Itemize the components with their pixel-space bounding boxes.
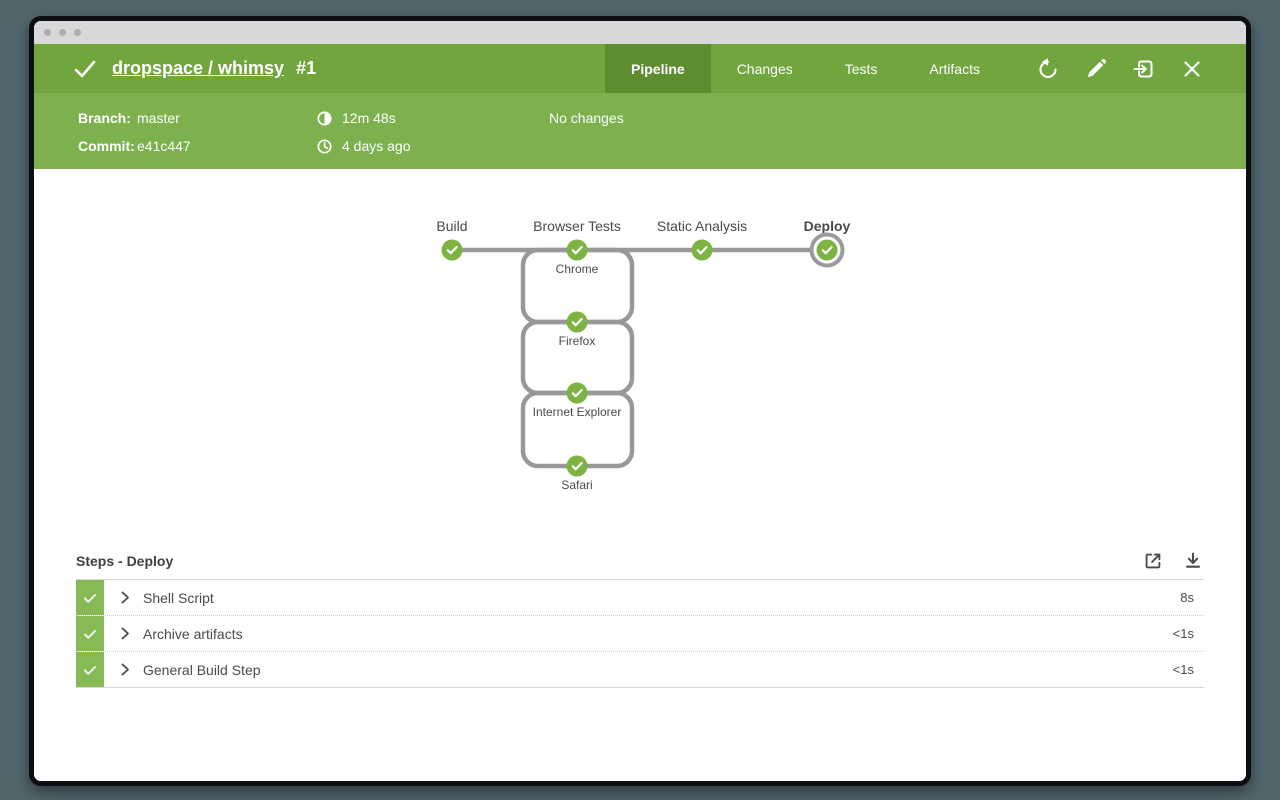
step-status-strip <box>76 580 104 615</box>
header-actions <box>1036 44 1204 93</box>
tab-changes[interactable]: Changes <box>736 60 793 77</box>
commit-label: Commit: <box>78 138 135 154</box>
download-log-icon[interactable] <box>1182 550 1204 572</box>
chevron-right-icon <box>121 627 129 640</box>
check-icon <box>84 629 96 639</box>
step-name: General Build Step <box>143 661 261 678</box>
branch-label-safari: Safari <box>561 478 592 492</box>
step-status-strip <box>76 652 104 687</box>
rerun-icon[interactable] <box>1036 57 1060 81</box>
tab-tests[interactable]: Tests <box>844 60 878 77</box>
tab-bar: Pipeline Changes Tests Artifacts <box>605 44 1006 93</box>
check-icon <box>84 593 96 603</box>
step-name: Shell Script <box>143 589 214 606</box>
stage-label-build: Build <box>436 218 467 234</box>
window-close-dot[interactable] <box>44 29 51 36</box>
build-number: #1 <box>296 58 317 78</box>
duration-icon <box>317 110 332 126</box>
step-row-archive-artifacts[interactable]: Archive artifacts <1s <box>76 616 1204 652</box>
check-icon <box>696 245 708 255</box>
check-icon <box>571 245 583 255</box>
pipeline-node-chrome[interactable] <box>566 239 588 261</box>
steps-section: Steps - Deploy <box>76 549 1204 688</box>
pipeline-node-internet-explorer[interactable] <box>566 382 588 404</box>
chevron-right-icon <box>121 591 129 604</box>
tab-artifacts[interactable]: Artifacts <box>929 60 980 77</box>
time-ago-value: 4 days ago <box>342 138 411 154</box>
open-log-external-icon[interactable] <box>1142 550 1164 572</box>
branch-value: master <box>137 110 180 126</box>
check-icon <box>821 245 833 255</box>
steps-title: Steps - Deploy <box>76 553 174 569</box>
step-duration: <1s <box>1172 662 1194 677</box>
branch-row: Branch: master <box>78 108 180 128</box>
stage-label-browser-tests: Browser Tests <box>533 218 621 234</box>
window-minimize-dot[interactable] <box>59 29 66 36</box>
duration-row: 12m 48s <box>316 108 396 128</box>
pipeline-node-build[interactable] <box>441 239 463 261</box>
stage-label-static-analysis: Static Analysis <box>657 218 747 234</box>
pipeline-node-static-analysis[interactable] <box>691 239 713 261</box>
step-duration: <1s <box>1172 626 1194 641</box>
pipeline-node-firefox[interactable] <box>566 311 588 333</box>
window-maximize-dot[interactable] <box>74 29 81 36</box>
step-duration: 8s <box>1180 590 1194 605</box>
clock-icon <box>317 138 332 154</box>
success-check-icon <box>74 60 96 77</box>
check-icon <box>84 665 96 675</box>
check-icon <box>571 389 583 398</box>
steps-table: Shell Script 8s Archive artifacts <1s <box>76 579 1204 688</box>
run-details-bar: Branch: master Commit: e41c447 12m 48s 4… <box>34 93 1246 169</box>
check-icon <box>446 245 458 255</box>
commit-row: Commit: e41c447 <box>78 136 191 156</box>
graph-branch-connector <box>520 247 635 325</box>
branch-label-internet-explorer: Internet Explorer <box>533 405 622 419</box>
step-name: Archive artifacts <box>143 625 243 642</box>
step-row-shell-script[interactable]: Shell Script 8s <box>76 580 1204 616</box>
pipeline-name-link[interactable]: dropspace / whimsy <box>112 58 285 78</box>
stage-label-deploy: Deploy <box>804 218 851 234</box>
pipeline-node-deploy[interactable] <box>816 239 838 261</box>
window-titlebar <box>34 21 1246 44</box>
commit-value: e41c447 <box>137 138 191 154</box>
go-to-classic-icon[interactable] <box>1132 57 1156 81</box>
tab-pipeline[interactable]: Pipeline <box>605 44 711 93</box>
steps-header: Steps - Deploy <box>76 549 1204 573</box>
step-row-general-build-step[interactable]: General Build Step <1s <box>76 652 1204 688</box>
graph-branch-connector <box>520 390 635 469</box>
step-status-strip <box>76 616 104 651</box>
graph-branch-connector <box>520 319 635 396</box>
check-icon <box>571 462 583 471</box>
branch-label: Branch: <box>78 110 131 126</box>
run-title: dropspace / whimsy #1 <box>112 58 316 79</box>
time-ago-row: 4 days ago <box>316 136 411 156</box>
pipeline-node-safari[interactable] <box>566 455 588 477</box>
check-icon <box>571 317 583 327</box>
steps-actions <box>1142 550 1204 572</box>
close-icon[interactable] <box>1180 57 1204 81</box>
chevron-right-icon <box>121 663 129 676</box>
pipeline-result-content: Build Browser Tests Static Analysis Depl… <box>34 169 1246 781</box>
branch-label-firefox: Firefox <box>559 334 596 348</box>
duration-value: 12m 48s <box>342 110 396 126</box>
run-header: dropspace / whimsy #1 Pipeline Changes T… <box>34 44 1246 93</box>
pipeline-graph: Build Browser Tests Static Analysis Depl… <box>436 218 851 492</box>
changes-summary: No changes <box>549 110 624 126</box>
edit-icon[interactable] <box>1084 57 1108 81</box>
browser-window: dropspace / whimsy #1 Pipeline Changes T… <box>29 16 1251 786</box>
branch-label-chrome: Chrome <box>556 262 599 276</box>
